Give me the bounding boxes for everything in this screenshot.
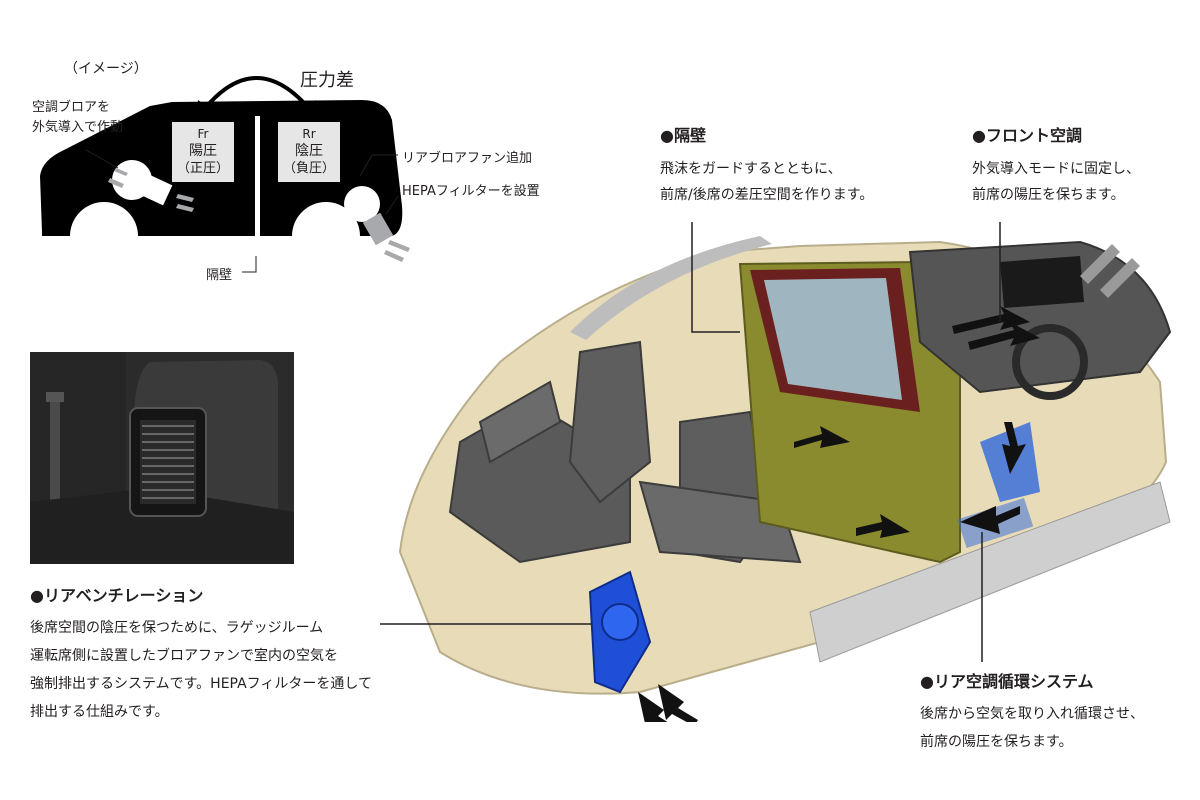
duct-up-arrow <box>1002 422 1026 474</box>
rear-vent-line: 後席空間の陰圧を保つために、ラゲッジルーム <box>30 620 324 636</box>
rear-seat-flow-arrow <box>856 514 910 538</box>
middle-seat <box>568 340 802 564</box>
front-airflow-arrows <box>108 168 194 212</box>
rear-blower-unit <box>588 570 652 694</box>
rear-wheel <box>292 202 360 270</box>
luggage-photo <box>30 352 294 564</box>
image-caption: （イメージ） <box>64 61 148 77</box>
partition-title: ●隔壁 <box>660 126 706 145</box>
steering-wheel <box>1012 324 1088 400</box>
rear-ac-flow-arrow <box>960 506 1020 534</box>
front-pressure-state: 陽圧 <box>189 143 217 159</box>
hepa-filter-icon <box>362 212 394 246</box>
left-callout-line: 空調ブロアを <box>32 100 111 115</box>
front-pressure-box <box>172 122 234 182</box>
exhaust-arrows <box>638 684 698 722</box>
partition-line <box>255 116 260 238</box>
front-ac-callout: ●フロント空調 外気導入モードに固定し、 前席の陽圧を保ちます。 <box>972 122 1140 208</box>
left-callout-line: 外気導入で作動 <box>32 120 124 135</box>
pressure-label: 圧力差 <box>300 70 354 91</box>
rear-pressure-note: （負圧） <box>282 161 335 176</box>
rear-blower-icon <box>344 186 380 222</box>
vent-grille-icon <box>129 407 207 517</box>
front-pressure-code: Fr <box>197 127 209 141</box>
front-pressure-text: Fr 陽圧 （正圧） <box>172 126 234 178</box>
rear-vent-callout: ●リアベンチレーション 後席空間の陰圧を保つために、ラゲッジルーム 運転席側に設… <box>30 582 372 726</box>
pressure-schematic <box>40 76 410 273</box>
left-callout: 空調ブロアを 外気導入で作動 <box>32 98 123 138</box>
rear-ac-callout: ●リア空調循環システム 後席から空気を取り入れ循環させ、 前席の陽圧を保ちます。 <box>920 668 1144 756</box>
rear-pressure-state: 陰圧 <box>295 143 323 159</box>
rear-ac-line: 後席から空気を取り入れ循環させ、 <box>920 706 1144 722</box>
rear-ac-title: ●リア空調循環システム <box>920 672 1094 691</box>
partition-leader <box>242 256 257 273</box>
partition-label: 隔壁 <box>206 268 233 283</box>
rear-pressure-box <box>278 122 340 182</box>
front-pressure-note: （正圧） <box>176 161 229 176</box>
outside-air-arrows <box>1080 244 1140 298</box>
front-ac-arrows <box>952 306 1040 350</box>
rear-ac-line: 前席の陽圧を保ちます。 <box>920 734 1073 750</box>
partition-callout: ●隔壁 飛沫をガードするとともに、 前席/後席の差圧空間を作ります。 <box>660 122 873 208</box>
partition-leader <box>691 222 740 333</box>
rear-pressure-code: Rr <box>302 127 316 141</box>
rear-fan-leader <box>359 154 398 177</box>
vehicle-cutaway <box>380 222 1172 722</box>
rear-vent-line: 強制排出するシステムです。HEPAフィルターを通して <box>30 676 372 692</box>
rear-vent-line: 排出する仕組みです。 <box>30 704 169 720</box>
rear-vent-title: ●リアベンチレーション <box>30 586 204 605</box>
partition-line: 前席/後席の差圧空間を作ります。 <box>660 187 874 203</box>
hepa-label: HEPAフィルターを設置 <box>402 184 540 199</box>
rear-fan-label: リアブロアファン追加 <box>402 151 533 166</box>
rear-airflow-arrows <box>384 240 410 262</box>
front-ac-line: 前席の陽圧を保ちます。 <box>972 187 1125 203</box>
partition-flow-arrow <box>794 426 850 448</box>
hepa-leader <box>385 195 399 215</box>
dashboard <box>908 240 1172 394</box>
rear-vent-line: 運転席側に設置したブロアファンで室内の空気を <box>30 648 338 664</box>
partition-line: 飛沫をガードするとともに、 <box>660 161 842 177</box>
front-wheel <box>70 202 138 270</box>
pressure-arrow <box>200 76 314 114</box>
front-ac-title: ●フロント空調 <box>972 126 1082 145</box>
left-callout-leader <box>85 149 119 169</box>
rear-pressure-text: Rr 陰圧 （負圧） <box>278 126 340 178</box>
front-ac-line: 外気導入モードに固定し、 <box>972 161 1140 177</box>
